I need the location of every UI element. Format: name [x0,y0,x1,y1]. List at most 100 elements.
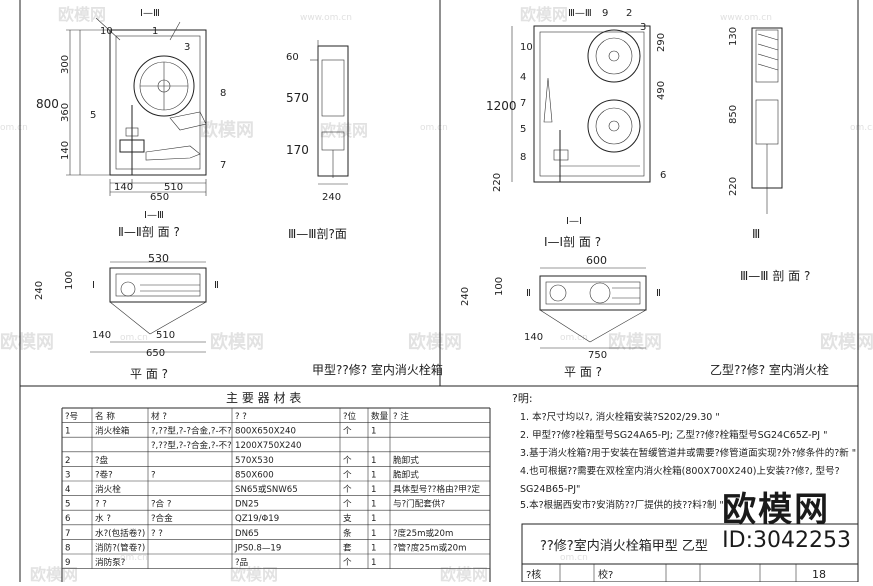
dim-100-plan-b: 100 [494,277,505,296]
table-cell: 消火栓箱 [95,425,130,437]
watermark-domain: www.om.cn [720,13,772,23]
table-cell: 1 [371,500,376,510]
callout-7: 7 [220,160,226,171]
table-cell: 4 [65,485,70,495]
type-a-side-section: 60 570 170 240 Ⅲ—Ⅲ剖?面 [286,40,349,241]
table-cell: 个 [343,557,352,568]
title-block-sheet-no: 18 [812,568,826,581]
watermark-brand: 欧模网 [320,121,368,140]
type-b-section-title: Ⅰ—Ⅰ剖 面 ? [544,235,601,249]
watermark-brand: 欧模网 [0,331,54,353]
table-cell: QZ19/Φ19 [235,514,279,524]
dim-530: 530 [148,252,169,265]
callout-3: 3 [184,42,190,53]
watermark-brand: 欧模网 [58,5,106,24]
table-cell: 1 [371,485,376,495]
type-a-side-title: Ⅲ—Ⅲ剖?面 [288,227,347,241]
table-cell: 2 [65,456,70,466]
note-line: 3.基于消火栓箱?用于安装在暂缓管道井或需要?修管道面实现?外?修条件的?新 " [520,447,856,459]
type-b-caption: 乙型??修? 室内消火栓 [710,362,829,377]
watermark-brand: 欧模网 [440,565,488,582]
table-cell: SN65或SNW65 [235,483,298,495]
table-cell: 1200X750X240 [235,441,301,451]
table-cell: 具体型号??格由?甲?定 [393,483,480,495]
table-cell: 个 [343,484,352,495]
watermark-domain: om.cn [120,333,148,343]
dim-360: 360 [60,103,71,122]
watermark-brand: 欧模网 [230,565,278,582]
dim-650: 650 [150,192,169,203]
table-cell: 脆卸式 [393,468,419,480]
callout-6: 6 [660,170,666,181]
dim-850: 850 [728,105,739,124]
callout-5: 5 [90,110,96,121]
table-header-cell: ?位 [343,410,357,422]
table-cell: 1 [371,558,376,568]
type-a-plan-title: 平 面 ? [130,367,168,381]
callout-10: 10 [100,26,113,37]
dim-140-h: 140 [114,182,133,193]
table-cell: ? ? [95,500,107,510]
table-cell: 个 [343,499,352,510]
dim-140-plan: 140 [92,330,111,341]
dim-600: 600 [586,254,607,267]
sheet-frame [19,0,859,582]
cut-mark-plan-left: Ⅰ [92,280,95,291]
type-b-plan-title: 平 面 ? [564,365,602,379]
table-cell: 1 [371,529,376,539]
table-cell: ?度25m或20m [393,527,453,539]
table-cell: 1 [371,514,376,524]
dim-300: 300 [60,55,71,74]
table-cell: ?管?度25m或20m [393,541,467,553]
table-cell: 脆卸式 [393,454,419,466]
watermark-domain: om.cn [560,553,588,563]
table-cell: ?盘 [95,454,109,466]
notes-title: ?明: [512,392,533,405]
cut-mark-bottom: Ⅰ—Ⅲ [144,210,164,221]
cut-mark-bottom-b: Ⅰ—Ⅰ [566,216,582,227]
watermark-brand: 欧模网 [608,331,662,353]
table-cell: 8 [65,543,70,553]
title-block-review: ?核 [526,568,541,581]
table-cell: DN65 [235,529,259,539]
callout-3: 3 [640,22,646,33]
callout-1: 1 [152,26,158,37]
table-cell: 个 [343,426,352,437]
table-cell: 5 [65,500,70,510]
watermark-brand: 欧模网 [30,565,78,582]
watermark-domain: om.cn [560,333,588,343]
note-line: SG24B65-PJ" [520,484,580,495]
table-cell: 1 [371,427,376,437]
dim-140-plan-b: 140 [524,332,543,343]
watermark-domain: om.cn [850,123,873,133]
notes-block: ?明: 1. 本?尺寸均以?, 消火栓箱安装?S202/29.30 " 2. 甲… [512,392,856,511]
watermark-domain: om.cn [420,123,448,133]
dim-510: 510 [164,182,183,193]
table-cell: 1 [371,470,376,480]
dim-800: 800 [36,97,59,111]
dim-510-plan: 510 [156,330,175,341]
type-a-plan: 530 240 100 140 510 650 Ⅰ Ⅱ 平 面 ? [34,252,219,381]
table-cell: ? [151,470,156,480]
type-b-callouts: 9 2 10 4 7 5 8 6 3 Ⅲ—Ⅲ Ⅰ—Ⅰ [520,8,666,227]
table-cell: DN25 [235,500,259,510]
table-header-cell: 材 ? [151,410,167,422]
cut-mark-plan-right: Ⅱ [214,280,219,291]
callout-8: 8 [220,88,226,99]
callout-8: 8 [520,152,526,163]
dim-240-plan-b: 240 [460,287,471,306]
table-header-cell: 数量 [371,410,389,422]
table-cell: 个 [343,469,352,480]
table-cell: 消防泵? [95,556,125,568]
table-cell: 条 [343,527,352,539]
table-cell: ? ? [151,529,163,539]
cut-mark-top: Ⅰ—Ⅲ [140,8,160,19]
table-cell: ?,??型,?-?合金,?-不? [151,425,232,437]
table-cell: 6 [65,514,70,524]
table-header-cell: 名 称 [95,410,115,422]
watermark-domain: om.cn [0,123,28,133]
dim-170: 170 [286,143,309,157]
